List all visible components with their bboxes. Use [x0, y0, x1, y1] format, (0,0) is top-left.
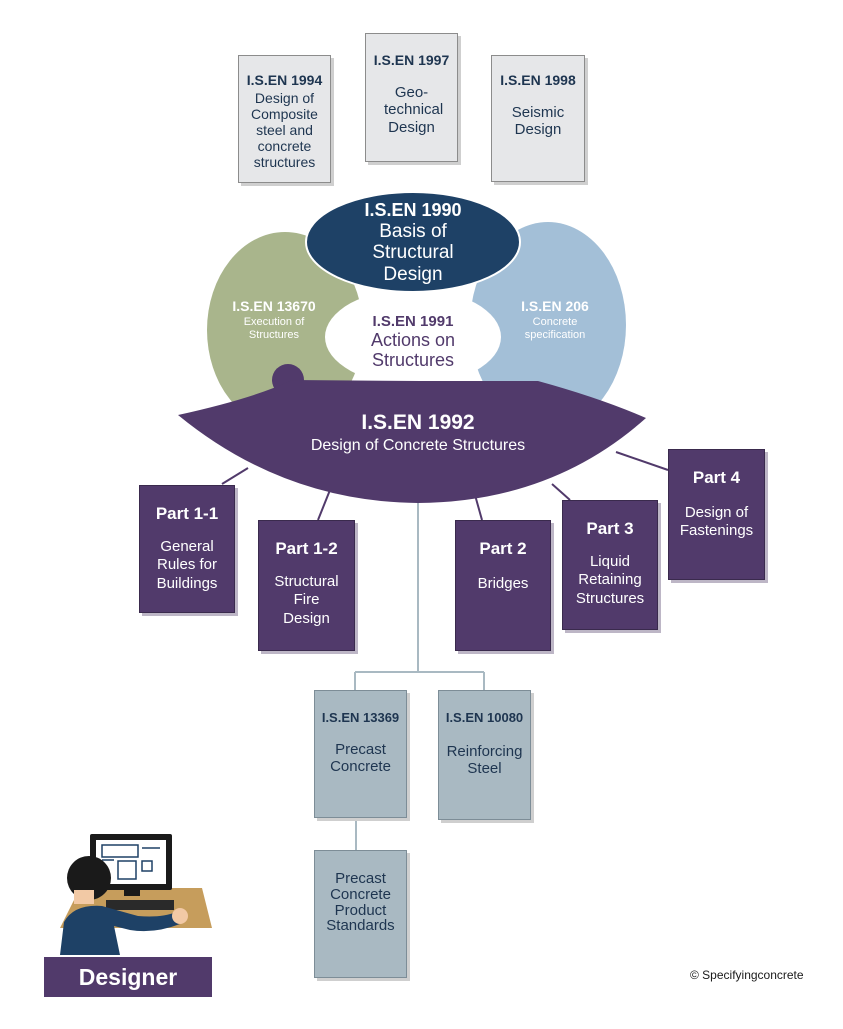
person-body-icon — [60, 905, 180, 955]
copyright-text: © Specifyingconcrete — [690, 968, 804, 982]
part-3-book: Part 3 Liquid Retaining Structures — [562, 500, 658, 630]
part-2-book: Part 2 Bridges — [455, 520, 551, 651]
book-en1997: I.S.EN 1997 Geo- technical Design — [365, 33, 458, 162]
specification-code: I.S.EN 206 — [521, 298, 589, 314]
concrete-desc: Design of Concrete Structures — [310, 437, 526, 454]
book-en13369-desc: Precast Concrete — [330, 741, 391, 776]
part-4-book: Part 4 Design of Fastenings — [668, 449, 765, 580]
execution-code: I.S.EN 13670 — [232, 298, 316, 314]
book-en10080-code: I.S.EN 10080 — [445, 710, 524, 725]
book-en1997-desc: Geo- technical Design — [384, 84, 444, 136]
standards-connectors — [354, 470, 485, 850]
book-en10080-desc: Reinforcing Steel — [446, 743, 523, 778]
execution-desc: Execution of Structures — [243, 316, 305, 341]
book-en1997-code: I.S.EN 1997 — [373, 52, 450, 68]
part-2-desc: Bridges — [477, 575, 529, 592]
book-product-standards: Precast Concrete Product Standards — [314, 850, 407, 978]
book-en1994: I.S.EN 1994 Design of Composite steel an… — [238, 55, 331, 183]
book-en13369-code: I.S.EN 13369 — [321, 710, 400, 725]
book-en1994-desc: Design of Composite steel and concrete s… — [251, 90, 318, 171]
part-1-2-desc: Structural Fire Design — [274, 573, 339, 627]
book-en1994-code: I.S.EN 1994 — [246, 72, 323, 88]
book-en1998-code: I.S.EN 1998 — [500, 72, 576, 88]
basis-desc: Basis of Structural Design — [372, 221, 454, 285]
part-1-1-book: Part 1-1 General Rules for Buildings — [139, 485, 235, 613]
designer-label-box: Designer — [44, 957, 212, 997]
specification-ellipse — [470, 222, 626, 428]
actions-desc: Actions on Structures — [370, 330, 456, 370]
book-en1998: I.S.EN 1998 Seismic Design — [491, 55, 585, 182]
concrete-design-band — [178, 380, 646, 503]
hand-icon — [172, 908, 188, 924]
part-1-1-code: Part 1-1 — [155, 504, 219, 523]
basis-code: I.S.EN 1990 — [364, 200, 462, 220]
designer-label: Designer — [78, 964, 178, 990]
execution-ellipse — [207, 232, 363, 428]
actions-ellipse — [325, 289, 501, 385]
keyboard-icon — [106, 900, 174, 910]
actions-code: I.S.EN 1991 — [372, 313, 454, 330]
part-4-code: Part 4 — [692, 468, 741, 487]
part-1-2-code: Part 1-2 — [275, 539, 338, 558]
part-3-desc: Liquid Retaining Structures — [575, 553, 645, 607]
book-en13369: I.S.EN 13369 Precast Concrete — [314, 690, 407, 818]
part-4-desc: Design of Fastenings — [679, 504, 754, 540]
basis-ellipse — [305, 191, 521, 293]
designer-illustration — [60, 834, 212, 955]
book-en10080: I.S.EN 10080 Reinforcing Steel — [438, 690, 531, 820]
part-3-code: Part 3 — [586, 519, 634, 538]
part-1-2-book: Part 1-2 Structural Fire Design — [258, 520, 355, 651]
person-head-icon — [67, 856, 111, 900]
part-1-1-desc: General Rules for Buildings — [156, 538, 218, 592]
part-connectors — [221, 451, 669, 521]
specification-desc: Concrete specification — [524, 316, 586, 341]
concrete-code: I.S.EN 1992 — [361, 411, 475, 434]
product-standards-desc: Precast Concrete Product Standards — [326, 870, 395, 935]
part-2-code: Part 2 — [479, 539, 527, 558]
book-en1998-desc: Seismic Design — [511, 104, 565, 139]
